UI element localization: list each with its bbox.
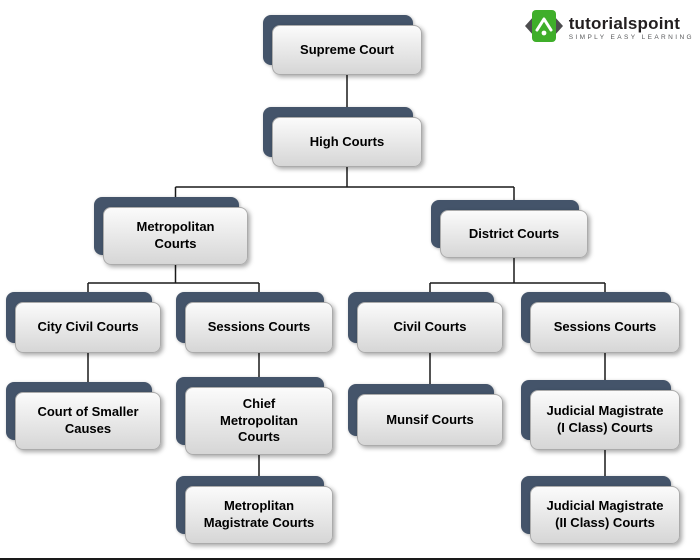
node-face: High Courts <box>272 117 422 167</box>
node-face: Munsif Courts <box>357 394 503 446</box>
brand-name: tutorialspoint <box>568 14 681 34</box>
brand-logo: tutorialspoint SIMPLY EASY LEARNING <box>524 8 694 49</box>
tutorialspoint-icon <box>524 8 564 49</box>
node-label: City Civil Courts <box>37 319 139 335</box>
node-chief-metropolitan-courts: Chief Metropolitan Courts <box>176 377 333 455</box>
node-munsif-courts: Munsif Courts <box>348 384 503 446</box>
node-face: District Courts <box>440 210 588 258</box>
brand-text: tutorialspoint SIMPLY EASY LEARNING <box>569 15 694 42</box>
node-court-of-smaller-causes: Court of Smaller Causes <box>6 382 161 450</box>
node-label: Court of Smaller Causes <box>37 404 139 436</box>
node-label: Munsif Courts <box>386 411 474 427</box>
node-sessions-courts-metro: Sessions Courts <box>176 292 333 353</box>
node-civil-courts: Civil Courts <box>348 292 503 353</box>
node-label: Civil Courts <box>393 319 467 335</box>
brand-tagline: SIMPLY EASY LEARNING <box>568 34 694 42</box>
node-face: Supreme Court <box>272 25 422 75</box>
node-supreme-court: Supreme Court <box>263 15 422 75</box>
node-label: Metroplitan Magistrate Courts <box>203 498 315 530</box>
node-sessions-courts-district: Sessions Courts <box>521 292 680 353</box>
node-label: High Courts <box>309 133 385 149</box>
node-face: Judicial Magistrate (II Class) Courts <box>530 486 680 544</box>
node-judicial-magistrate-i-class: Judicial Magistrate (I Class) Courts <box>521 380 680 450</box>
node-face: Sessions Courts <box>530 302 680 353</box>
node-label: Sessions Courts <box>553 319 657 335</box>
node-face: Metroplitan Magistrate Courts <box>185 486 333 544</box>
node-label: Judicial Magistrate (I Class) Courts <box>546 403 664 435</box>
node-face: Chief Metropolitan Courts <box>185 387 333 455</box>
node-label: Chief Metropolitan Courts <box>220 395 298 445</box>
node-face: Court of Smaller Causes <box>15 392 161 450</box>
node-district-courts: District Courts <box>431 200 588 258</box>
node-face: Sessions Courts <box>185 302 333 353</box>
node-metroplitan-magistrate-courts: Metroplitan Magistrate Courts <box>176 476 333 544</box>
node-face: Civil Courts <box>357 302 503 353</box>
footer-rule <box>0 558 700 560</box>
node-metropolitan-courts: Metropolitan Courts <box>94 197 248 265</box>
node-face: Metropolitan Courts <box>103 207 248 265</box>
node-face: City Civil Courts <box>15 302 161 353</box>
node-face: Judicial Magistrate (I Class) Courts <box>530 390 680 450</box>
node-label: Judicial Magistrate (II Class) Courts <box>546 498 664 530</box>
node-label: Metropolitan Courts <box>136 219 215 251</box>
node-city-civil-courts: City Civil Courts <box>6 292 161 353</box>
node-label: District Courts <box>468 225 560 241</box>
node-label: Sessions Courts <box>207 319 311 335</box>
node-judicial-magistrate-ii-class: Judicial Magistrate (II Class) Courts <box>521 476 680 544</box>
node-high-courts: High Courts <box>263 107 422 167</box>
node-label: Supreme Court <box>300 41 394 57</box>
